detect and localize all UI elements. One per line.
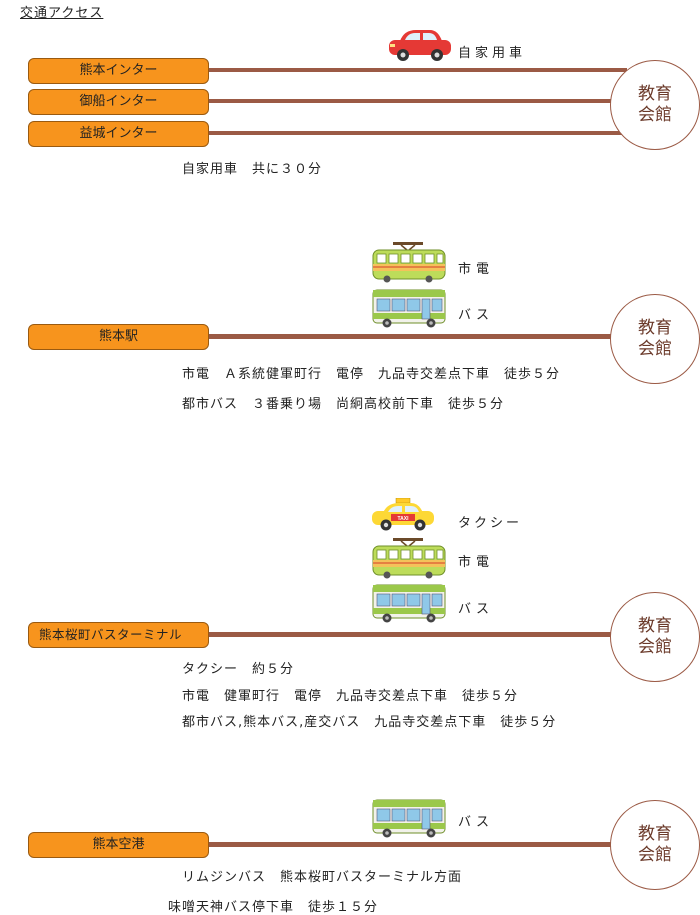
destination-kyouiku-kaikan: 教育 会館 <box>610 800 700 890</box>
route-line-kumamoto-airport <box>209 842 627 847</box>
route-line-kumamoto-ic <box>209 68 627 72</box>
tram-icon <box>372 242 446 284</box>
origin-kumamoto-airport: 熊本空港 <box>28 832 209 858</box>
note-bus-stop-walk: 味噌天神バス停下車 徒歩１５分 <box>168 900 379 915</box>
vehicle-label-car: 自家用車 <box>458 46 527 61</box>
origin-kumamoto-ic: 熊本インター <box>28 58 209 84</box>
bus-icon <box>372 799 446 838</box>
route-line-mashiki-ic <box>209 131 627 135</box>
vehicle-label-bus: バス <box>458 815 495 830</box>
note-tram-route: 市電 健軍町行 電停 九品寺交差点下車 徒歩５分 <box>182 689 519 704</box>
destination-kyouiku-kaikan: 教育 会館 <box>610 294 700 384</box>
destination-kyouiku-kaikan: 教育 会館 <box>610 60 700 150</box>
note-bus-route: 都市バス ３番乗り場 尚絅高校前下車 徒歩５分 <box>182 397 505 412</box>
route-line-kumamoto-station <box>209 334 627 339</box>
route-line-mifune-ic <box>209 99 627 103</box>
destination-kyouiku-kaikan: 教育 会館 <box>610 592 700 682</box>
taxi-sign: TAXI <box>397 516 409 522</box>
vehicle-label-tram: 市電 <box>458 555 495 570</box>
note-car-time: 自家用車 共に３０分 <box>182 162 323 177</box>
note-bus-route: 都市バス,熊本バス,産交バス 九品寺交差点下車 徒歩５分 <box>182 715 557 730</box>
origin-mifune-ic: 御船インター <box>28 89 209 115</box>
vehicle-label-bus: バス <box>458 308 495 323</box>
vehicle-label-tram: 市電 <box>458 262 495 277</box>
note-limousine-bus: リムジンバス 熊本桜町バスターミナル方面 <box>182 870 463 885</box>
vehicle-label-taxi: タクシー <box>458 516 523 531</box>
bus-icon <box>372 289 446 328</box>
taxi-icon: TAXI <box>371 498 435 531</box>
origin-sakuramachi-terminal: 熊本桜町バスターミナル <box>28 622 209 648</box>
bus-icon <box>372 584 446 623</box>
car-icon <box>389 30 451 61</box>
vehicle-label-bus: バス <box>458 602 495 617</box>
tram-icon <box>372 538 446 580</box>
origin-mashiki-ic: 益城インター <box>28 121 209 147</box>
note-taxi-time: タクシー 約５分 <box>182 662 295 677</box>
note-tram-route: 市電 Ａ系統健軍町行 電停 九品寺交差点下車 徒歩５分 <box>182 367 561 382</box>
origin-kumamoto-station: 熊本駅 <box>28 324 209 350</box>
route-line-sakuramachi-terminal <box>209 632 627 637</box>
section-heading: 交通アクセス <box>20 6 104 21</box>
